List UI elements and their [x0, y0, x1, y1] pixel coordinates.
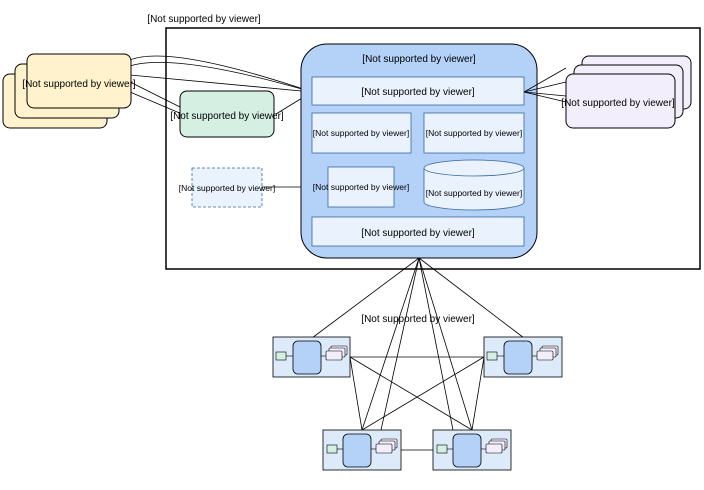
hub-bottom-bar-label: [Not supported by viewer]	[361, 228, 475, 239]
hub-database-label: [Not supported by viewer]	[426, 188, 522, 198]
diagram-title: [Not supported by viewer]	[147, 14, 261, 25]
network-label: [Not supported by viewer]	[361, 314, 475, 325]
dashed-box-label: [Not supported by viewer]	[179, 183, 275, 193]
hub-cell-right-label: [Not supported by viewer]	[426, 128, 522, 138]
node-bottom-right	[432, 429, 512, 471]
left-stack: [Not supported by viewer]	[2, 53, 136, 129]
node-core	[452, 433, 482, 468]
hub-cell-left	[311, 112, 412, 154]
node-top-right	[483, 336, 563, 378]
stack-icon	[485, 438, 508, 454]
node-port	[436, 444, 448, 454]
node-top-left	[272, 336, 351, 378]
database-icon	[423, 159, 525, 211]
hub-cell-right	[423, 112, 525, 154]
stack-icon	[325, 345, 348, 361]
right-connectors	[523, 67, 567, 103]
hub-cell-left-label: [Not supported by viewer]	[313, 128, 409, 138]
right-stack-label: [Not supported by viewer]	[561, 98, 675, 109]
node-core	[342, 433, 372, 468]
hub: [Not supported by viewer] [Not supported…	[300, 43, 538, 259]
node-port	[275, 351, 287, 361]
hub-top-bar	[311, 76, 525, 106]
node-port	[326, 444, 338, 454]
hub-title: [Not supported by viewer]	[362, 54, 476, 65]
node-bottom-left	[322, 429, 402, 471]
hub-top-bar-label: [Not supported by viewer]	[361, 87, 475, 98]
left-stack-label: [Not supported by viewer]	[22, 79, 136, 90]
green-box-label: [Not supported by viewer]	[170, 111, 284, 122]
network-links	[311, 257, 525, 451]
node-port	[486, 351, 498, 361]
green-box: [Not supported by viewer]	[170, 90, 284, 138]
right-stack: [Not supported by viewer]	[561, 55, 692, 129]
stack-icon	[536, 345, 559, 361]
hub-bottom-bar	[311, 216, 525, 247]
hub-cell-middle-label: [Not supported by viewer]	[313, 182, 409, 192]
dashed-box: [Not supported by viewer]	[179, 167, 275, 208]
node-core	[292, 340, 322, 375]
hub-cell-middle	[327, 166, 395, 208]
node-core	[503, 340, 533, 375]
stack-icon	[375, 438, 398, 454]
